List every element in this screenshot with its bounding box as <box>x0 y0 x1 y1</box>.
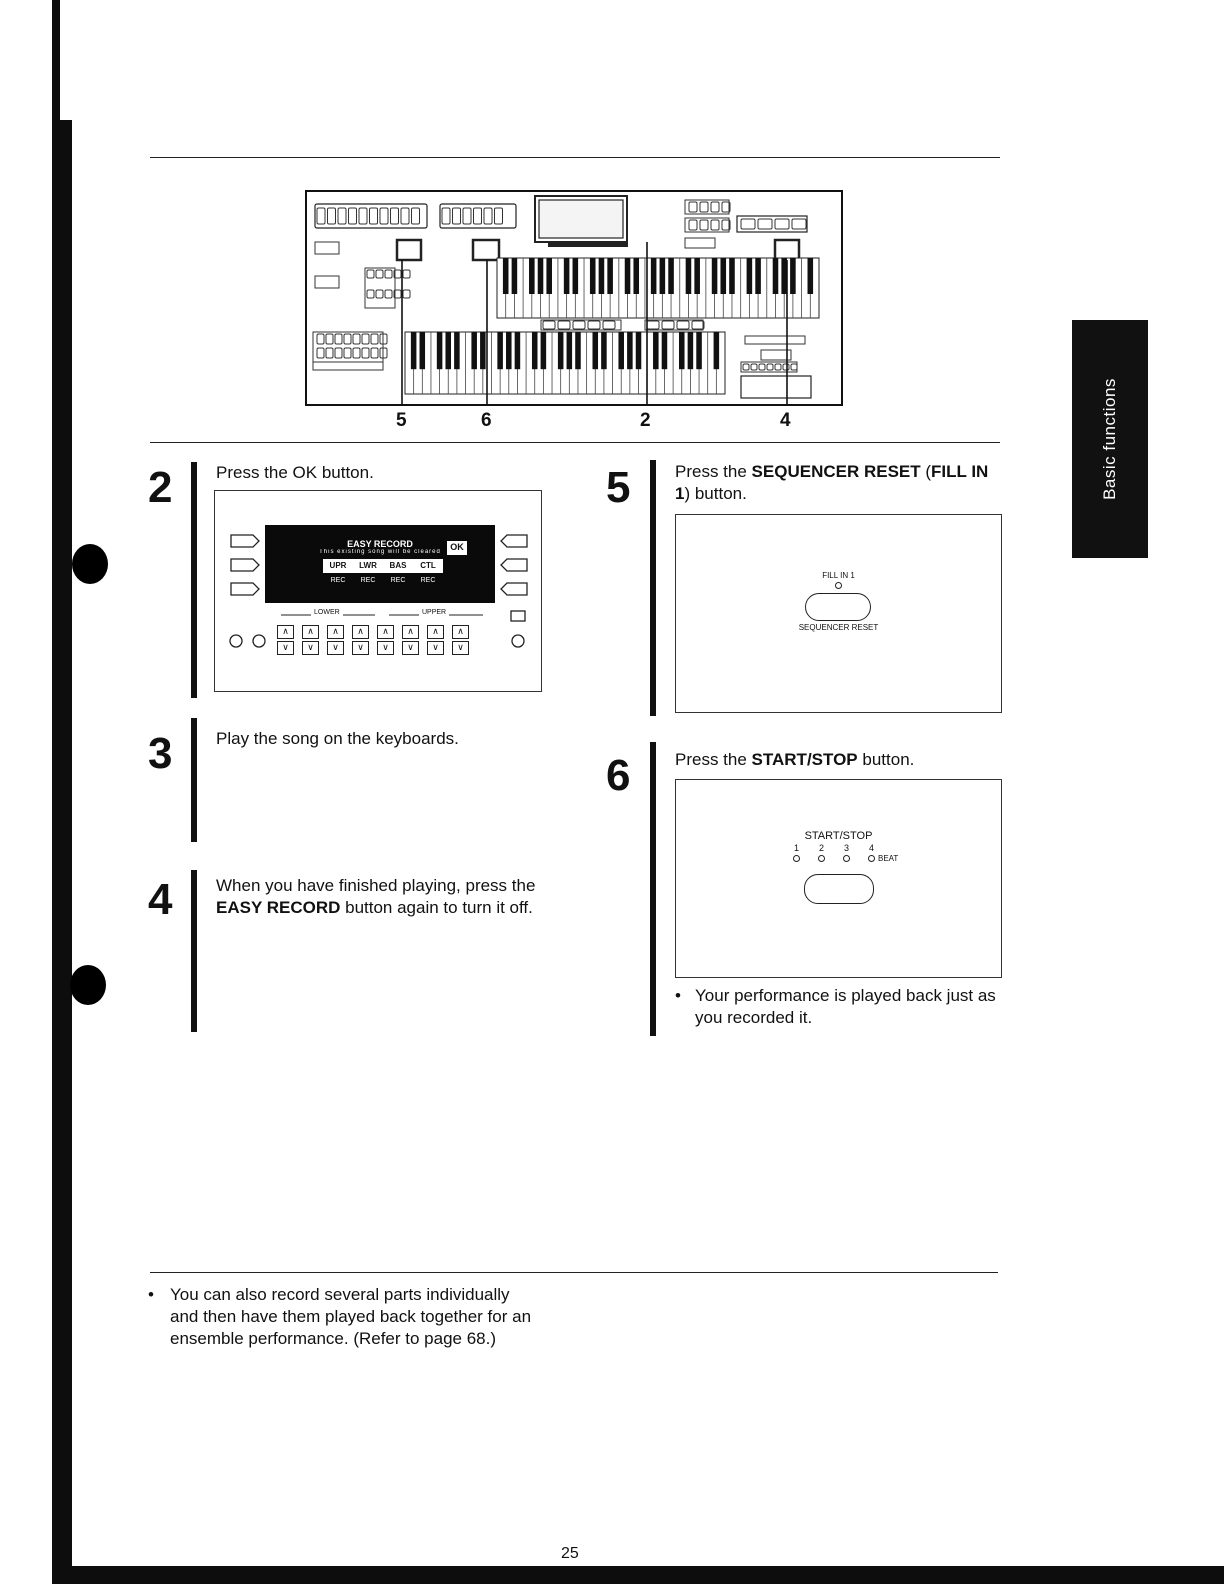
part-down-arrow-button[interactable]: ∨ <box>352 641 369 655</box>
step-bar <box>650 742 656 1036</box>
step-3-text: Play the song on the keyboards. <box>216 729 459 748</box>
callout-label: 6 <box>481 410 492 431</box>
start-stop-button-figure: START/STOP 1 2 3 4 BEAT <box>675 779 1002 978</box>
footer-note: • You can also record several parts indi… <box>148 1285 532 1348</box>
binder-hole <box>70 965 106 1005</box>
part-up-arrow-button[interactable]: ∧ <box>427 625 444 639</box>
beat-number: 2 <box>819 843 825 853</box>
part-up-arrow-button[interactable]: ∧ <box>352 625 369 639</box>
step-5-text: Press the SEQUENCER RESET (FILL IN 1) bu… <box>675 462 989 503</box>
part-down-arrow-button[interactable]: ∨ <box>427 641 444 655</box>
display-panel-figure: EASY RECORD This existing song will be c… <box>214 490 542 692</box>
beat-number: 3 <box>844 843 850 853</box>
display-title: EASY RECORD <box>347 539 413 549</box>
part-label-lwr[interactable]: LWR <box>359 561 377 570</box>
bullet: • <box>675 986 681 1005</box>
callout-label: 4 <box>780 410 791 431</box>
part-up-arrow-button[interactable]: ∧ <box>452 625 469 639</box>
part-up-arrow-button[interactable]: ∧ <box>327 625 344 639</box>
beat-indicators: 1 2 3 4 BEAT <box>793 843 914 867</box>
section-rule <box>150 442 1000 443</box>
beat-lamp <box>793 855 800 862</box>
step-6-note: • Your performance is played back just a… <box>675 986 996 1027</box>
callout-label: 5 <box>396 410 407 431</box>
step-number: 4 <box>148 875 173 924</box>
display-ok-button[interactable]: OK <box>450 542 464 552</box>
step-number: 2 <box>148 463 173 512</box>
part-up-arrow-button[interactable]: ∧ <box>302 625 319 639</box>
beat-lamp <box>818 855 825 862</box>
beat-number: 4 <box>869 843 875 853</box>
step-number: 6 <box>606 751 631 800</box>
start-stop-label: START/STOP <box>804 830 873 842</box>
step-bar <box>650 460 656 716</box>
part-up-arrow-button[interactable]: ∧ <box>277 625 294 639</box>
part-down-arrow-button[interactable]: ∨ <box>327 641 344 655</box>
part-down-arrow-button[interactable]: ∨ <box>452 641 469 655</box>
display-message: This existing song will be cleared <box>319 549 441 555</box>
step-number: 3 <box>148 729 173 778</box>
organ-panel-illustration <box>305 190 843 406</box>
step-4-text: When you have finished playing, press th… <box>216 876 536 917</box>
scan-edge <box>52 0 72 1584</box>
scan-bottom-edge <box>52 1566 1224 1584</box>
step-bar <box>191 718 197 842</box>
part-down-arrow-button[interactable]: ∨ <box>302 641 319 655</box>
callout-label: 2 <box>640 410 651 431</box>
fill-in-button-figure: FILL IN 1 SEQUENCER RESET <box>675 514 1002 713</box>
top-rule <box>150 157 1000 158</box>
step-number: 5 <box>606 463 631 512</box>
footer-rule <box>150 1272 998 1273</box>
section-tab-label: Basic functions <box>1100 378 1119 500</box>
upper-section-label: UPPER <box>419 609 450 616</box>
step-6-text: Press the START/STOP button. <box>675 750 915 769</box>
indicator-lamp <box>835 582 842 589</box>
part-down-arrow-button[interactable]: ∨ <box>402 641 419 655</box>
beat-number: 1 <box>794 843 800 853</box>
beat-lamp <box>843 855 850 862</box>
step-bar <box>191 462 197 698</box>
binder-hole <box>72 544 108 584</box>
part-label-ctl[interactable]: CTL <box>420 561 436 570</box>
rec-label: REC <box>330 577 346 584</box>
lower-section-label: LOWER <box>311 609 343 616</box>
rec-label: REC <box>420 577 436 584</box>
part-label-bas[interactable]: BAS <box>389 561 407 570</box>
part-down-arrow-button[interactable]: ∨ <box>377 641 394 655</box>
part-label-upr[interactable]: UPR <box>329 561 347 570</box>
start-stop-button[interactable] <box>804 874 874 904</box>
sequencer-reset-button[interactable] <box>805 593 871 621</box>
beat-lamp <box>868 855 875 862</box>
scan-edge-gap <box>60 0 90 120</box>
page-number: 25 <box>561 1545 579 1562</box>
bullet: • <box>148 1285 154 1304</box>
fill-in-label: FILL IN 1 <box>822 571 855 580</box>
step-2-text: Press the OK button. <box>216 463 374 482</box>
rec-label: REC <box>360 577 376 584</box>
step-bar <box>191 870 197 1032</box>
beat-label: BEAT <box>878 854 899 863</box>
rec-label: REC <box>390 577 406 584</box>
part-down-arrow-button[interactable]: ∨ <box>277 641 294 655</box>
sequencer-reset-label: SEQUENCER RESET <box>798 623 879 632</box>
section-tab: Basic functions <box>1072 320 1148 558</box>
part-up-arrow-button[interactable]: ∧ <box>377 625 394 639</box>
part-up-arrow-button[interactable]: ∧ <box>402 625 419 639</box>
